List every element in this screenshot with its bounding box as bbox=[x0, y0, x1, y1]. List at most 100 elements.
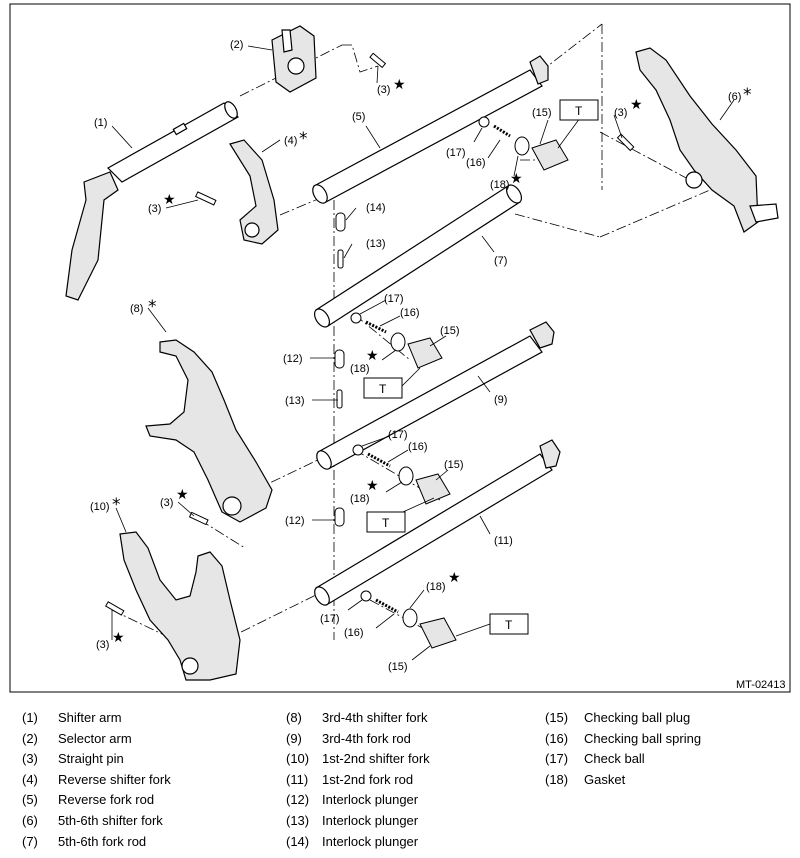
legend-item-number: (9) bbox=[286, 730, 302, 746]
legend-item-label: Interlock plunger bbox=[322, 812, 419, 828]
legend-item-number: (4) bbox=[22, 771, 38, 787]
callout-8: (8) bbox=[130, 303, 143, 315]
legend-item-label: Interlock plunger bbox=[322, 833, 419, 849]
asterisk-8: * bbox=[148, 297, 157, 317]
callout-3-bottom: (3) bbox=[96, 639, 109, 651]
third-fourth-shifter-fork bbox=[145, 339, 273, 523]
first-second-shifter-fork bbox=[119, 531, 241, 681]
callout-13-bottom: (13) bbox=[285, 395, 305, 407]
first-second-fork-rod bbox=[314, 439, 561, 606]
third-fourth-fork-rod bbox=[316, 321, 555, 470]
legend-item-label: Straight pin bbox=[58, 751, 124, 767]
callout-12-top: (12) bbox=[283, 353, 303, 365]
callout-10: (10) bbox=[90, 501, 110, 513]
legend-item-number: (12) bbox=[286, 792, 310, 808]
reverse-fork-rod bbox=[312, 55, 549, 204]
legend-item-label: Shifter arm bbox=[58, 710, 122, 725]
selector-arm bbox=[271, 25, 317, 93]
torque-boxes bbox=[363, 99, 599, 635]
legend-item-number: (15) bbox=[545, 710, 569, 725]
callout-3-right: (3) bbox=[614, 107, 627, 119]
legend-item-label: 1st-2nd fork rod bbox=[322, 771, 414, 787]
asterisk-10: * bbox=[112, 495, 121, 515]
callout-13-top: (13) bbox=[366, 238, 386, 250]
check-assemblies bbox=[350, 116, 569, 649]
star-3-mid: ★ bbox=[176, 487, 189, 503]
legend-item-label: 3rd-4th shifter fork bbox=[322, 710, 428, 725]
legend-item-label: Reverse fork rod bbox=[58, 792, 155, 808]
legend-item-number: (13) bbox=[286, 812, 310, 828]
shifter-arm bbox=[65, 101, 239, 301]
star-18-c: ★ bbox=[366, 478, 379, 494]
callout-6: (6) bbox=[728, 91, 741, 103]
callout-4: (4) bbox=[284, 135, 297, 147]
callout-14: (14) bbox=[366, 202, 386, 214]
legend-item-label: 1st-2nd shifter fork bbox=[322, 751, 430, 767]
legend-item-number: (3) bbox=[22, 751, 38, 767]
interlock-plungers bbox=[334, 212, 346, 527]
torque-mark-b: T bbox=[379, 382, 387, 396]
callout-labels: (1) (2) (3) ★ (3) ★ (3) ★ (3) ★ (3) ★ (4… bbox=[90, 39, 786, 691]
star-3-left: ★ bbox=[163, 192, 176, 208]
callout-2: (2) bbox=[230, 39, 243, 51]
callout-3-mid: (3) bbox=[160, 497, 173, 509]
legend-item-number: (17) bbox=[545, 751, 569, 767]
torque-mark-a: T bbox=[575, 104, 583, 118]
callout-17-c: (17) bbox=[388, 429, 408, 441]
callout-18-a: (18) bbox=[490, 179, 510, 191]
legend-item-number: (5) bbox=[22, 792, 38, 808]
legend-item-label: Check ball bbox=[584, 751, 645, 767]
callout-11: (11) bbox=[494, 535, 513, 547]
callout-18-d: (18) bbox=[426, 581, 446, 593]
straight-pins bbox=[105, 52, 635, 616]
callout-17-a: (17) bbox=[446, 147, 466, 159]
callout-16-b: (16) bbox=[400, 307, 420, 319]
legend-item-number: (1) bbox=[22, 710, 38, 725]
star-3-top: ★ bbox=[393, 77, 406, 93]
leader-lines bbox=[111, 45, 735, 661]
legend-item-number: (8) bbox=[286, 710, 302, 725]
callout-18-b: (18) bbox=[350, 363, 370, 375]
torque-mark-c: T bbox=[382, 516, 390, 530]
callout-5: (5) bbox=[352, 111, 365, 123]
exploded-diagram: (1) (2) (3) ★ (3) ★ (3) ★ (3) ★ (3) ★ (4… bbox=[9, 3, 791, 693]
callout-15-a: (15) bbox=[532, 107, 552, 119]
star-18-d: ★ bbox=[448, 570, 461, 586]
legend-item-number: (10) bbox=[286, 751, 310, 767]
legend-item-label: Reverse shifter fork bbox=[58, 771, 171, 787]
callout-16-c: (16) bbox=[408, 441, 428, 453]
legend-item-number: (18) bbox=[545, 771, 569, 787]
callout-9: (9) bbox=[494, 394, 507, 406]
callout-16-a: (16) bbox=[466, 157, 486, 169]
legend-item-number: (14) bbox=[286, 833, 310, 849]
legend-item-label: 5th-6th shifter fork bbox=[58, 812, 163, 828]
callout-3-top: (3) bbox=[377, 84, 390, 96]
legend-item-number: (2) bbox=[22, 730, 38, 746]
legend-item-label: Selector arm bbox=[58, 730, 132, 746]
callout-17-b: (17) bbox=[384, 293, 404, 305]
legend-item-number: (7) bbox=[22, 833, 38, 849]
legend: (1) Shifter arm (2) Selector arm (3) Straight… bbox=[0, 704, 800, 858]
legend-item-label: 3rd-4th fork rod bbox=[322, 730, 411, 746]
callout-1: (1) bbox=[94, 117, 107, 129]
callout-12-bottom: (12) bbox=[285, 515, 305, 527]
callout-15-d: (15) bbox=[388, 661, 408, 673]
legend-item-number: (16) bbox=[545, 730, 569, 746]
asterisk-4: * bbox=[299, 129, 308, 149]
legend-item-label: Checking ball spring bbox=[584, 730, 702, 746]
star-3-bottom: ★ bbox=[112, 630, 125, 646]
legend-item-label: Gasket bbox=[584, 771, 626, 787]
callout-17-d: (17) bbox=[320, 613, 340, 625]
callout-15-b: (15) bbox=[440, 325, 460, 337]
star-18-a: ★ bbox=[510, 171, 523, 187]
asterisk-6: * bbox=[743, 85, 752, 105]
callout-16-d: (16) bbox=[344, 627, 364, 639]
star-3-right: ★ bbox=[630, 97, 643, 113]
diagram-frame bbox=[9, 3, 791, 693]
callout-15-c: (15) bbox=[444, 459, 464, 471]
legend-item-label: Interlock plunger bbox=[322, 792, 419, 808]
legend-item-label: 5th-6th fork rod bbox=[58, 833, 147, 849]
star-18-b: ★ bbox=[366, 348, 379, 364]
fifth-sixth-shifter-fork bbox=[635, 47, 779, 233]
reverse-shifter-fork bbox=[229, 139, 279, 245]
